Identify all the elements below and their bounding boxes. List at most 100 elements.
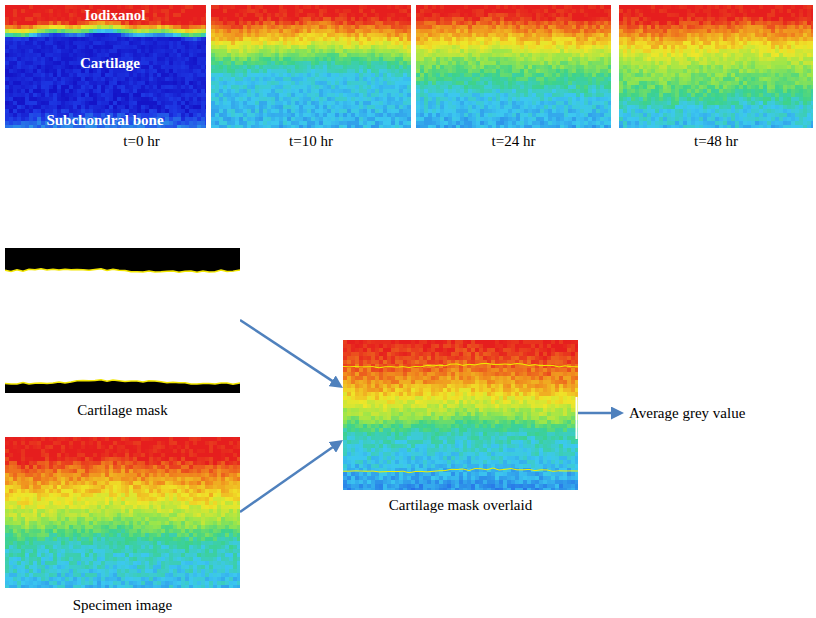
heatmap-pixel — [189, 17, 193, 21]
heatmap-pixel — [133, 49, 137, 53]
heatmap-pixel — [399, 5, 403, 9]
heatmap-pixel — [5, 125, 9, 128]
heatmap-pixel — [165, 109, 169, 113]
heatmap-pixel — [109, 77, 113, 81]
heatmap-pixel — [351, 29, 355, 33]
heatmap-pixel — [25, 61, 29, 65]
heatmap-pixel — [303, 17, 307, 21]
heatmap-pixel — [65, 25, 69, 29]
heatmap-pixel — [45, 77, 49, 81]
heatmap-pixel — [85, 77, 89, 81]
heatmap-pixel — [177, 49, 181, 53]
heatmap-pixel — [197, 57, 201, 61]
heatmap-pixel — [125, 29, 129, 33]
heatmap-pixel — [61, 33, 65, 37]
heatmap-pixel — [25, 69, 29, 73]
heatmap-pixel — [351, 25, 355, 29]
heatmap-pixel — [57, 29, 61, 33]
heatmap-pixel — [61, 25, 65, 29]
heatmap-pixel — [101, 73, 105, 77]
heatmap-pixel — [153, 9, 157, 13]
heatmap-pixel — [73, 49, 77, 53]
heatmap-pixel — [359, 13, 363, 17]
heatmap-pixel — [57, 105, 61, 109]
heatmap-pixel — [81, 37, 85, 41]
heatmap-pixel — [153, 101, 157, 105]
heatmap-pixel — [343, 9, 347, 13]
heatmap-pixel — [21, 53, 25, 57]
heatmap-pixel — [25, 33, 29, 37]
heatmap-pixel — [363, 25, 367, 29]
heatmap-pixel — [13, 45, 17, 49]
heatmap-pixel — [165, 85, 169, 89]
heatmap-pixel — [117, 41, 121, 45]
heatmap-pixel — [287, 29, 291, 33]
heatmap-pixel — [161, 105, 165, 109]
heatmap-pixel — [89, 25, 93, 29]
heatmap-pixel — [153, 29, 157, 33]
heatmap-pixel — [113, 93, 117, 97]
heatmap-pixel — [133, 89, 137, 93]
heatmap-pixel — [391, 17, 395, 21]
heatmap-pixel — [113, 89, 117, 93]
heatmap-pixel — [25, 85, 29, 89]
heatmap-pixel — [69, 85, 73, 89]
heatmap-pixel — [235, 5, 239, 9]
heatmap-pixel — [5, 21, 9, 25]
heatmap-pixel — [219, 5, 223, 9]
heatmap-pixel — [355, 17, 359, 21]
heatmap-pixel — [391, 13, 395, 17]
heatmap-pixel — [93, 33, 97, 37]
heatmap-pixel — [137, 77, 141, 81]
heatmap-pixel — [5, 89, 9, 93]
heatmap-pixel — [97, 97, 101, 101]
heatmap-pixel — [117, 33, 121, 37]
heatmap-pixel — [37, 121, 41, 125]
heatmap-pixel — [331, 5, 335, 9]
heatmap-pixel — [205, 121, 206, 125]
heatmap-pixel — [359, 17, 363, 21]
heatmap-pixel — [17, 73, 21, 77]
heatmap-pixel — [45, 37, 49, 41]
heatmap-pixel — [109, 33, 113, 37]
heatmap-pixel — [219, 37, 223, 41]
heatmap-pixel — [185, 93, 189, 97]
heatmap-pixel — [165, 13, 169, 17]
heatmap-pixel — [287, 33, 291, 37]
heatmap-pixel — [259, 5, 263, 9]
heatmap-pixel — [201, 25, 205, 29]
heatmap-pixel — [29, 85, 33, 89]
heatmap-pixel — [201, 65, 205, 69]
heatmap-pixel — [399, 25, 403, 29]
heatmap-pixel — [355, 13, 359, 17]
heatmap-pixel — [169, 101, 173, 105]
heatmap-pixel — [407, 33, 411, 37]
heatmap-pixel — [201, 13, 205, 17]
heatmap-pixel — [359, 25, 363, 29]
heatmap-pixel — [61, 53, 65, 57]
heatmap-pixel — [307, 9, 311, 13]
heatmap-pixel — [403, 21, 407, 25]
heatmap-pixel — [299, 33, 303, 37]
heatmap-pixel — [177, 85, 181, 89]
heatmap-pixel — [189, 77, 193, 81]
heatmap-pixel — [37, 9, 41, 13]
heatmap-pixel — [17, 77, 21, 81]
heatmap-pixel — [101, 101, 105, 105]
heatmap-pixel — [367, 5, 371, 9]
heatmap-pixel — [161, 21, 165, 25]
heatmap-pixel — [215, 17, 219, 21]
heatmap-pixel — [311, 9, 315, 13]
heatmap-pixel — [205, 9, 206, 13]
heatmap-pixel — [65, 93, 69, 97]
heatmap-pixel — [105, 97, 109, 101]
heatmap-pixel — [65, 49, 69, 53]
heatmap-pixel — [69, 37, 73, 41]
heatmap-pixel — [33, 5, 37, 9]
heatmap-pixel — [319, 9, 323, 13]
heatmap-pixel — [355, 9, 359, 13]
heatmap-pixel — [231, 29, 235, 33]
heatmap-pixel — [299, 25, 303, 29]
heatmap-pixel — [383, 21, 387, 25]
heatmap-pixel — [81, 33, 85, 37]
